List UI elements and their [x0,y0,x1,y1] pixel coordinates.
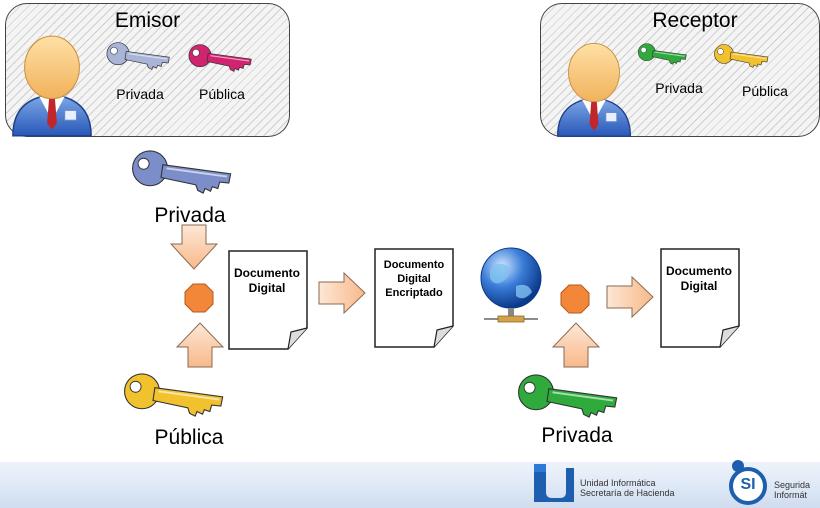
doc2-line2: Digital [397,273,431,285]
logo2-text: Segurida Informát [774,480,820,500]
receiver-person-icon [552,38,636,138]
document-digital-result-icon [660,248,740,348]
receiver-public-key-icon [712,40,772,72]
doc2-line3: Encriptado [385,287,443,299]
logo2-mark: SI [740,476,756,493]
receiver-public-label: Pública [742,83,788,99]
arrow-right-2-icon [606,276,654,318]
document-encrypted-label: Documento Digital Encriptado [372,258,456,300]
arrow-down-icon [170,224,218,270]
receiver-private-key-large-icon [514,368,624,424]
seguridad-informatica-logo [729,460,767,505]
document-digital-label: Documento Digital [226,266,308,296]
sender-private-label: Privada [116,86,164,102]
doc1-line2: Digital [248,281,286,295]
sender-person-icon [8,30,96,138]
unidad-informatica-logo [534,464,574,502]
decrypt-operator-icon [560,284,590,314]
sender-public-label: Pública [199,86,245,102]
sender-private-key-large-icon [128,143,238,201]
flow-receiver-private-label: Privada [541,424,613,447]
arrow-up-2-icon [552,322,600,368]
receiver-private-label: Privada [655,80,703,96]
doc2-line1: Documento [383,259,445,271]
sender-title: Emisor [114,9,181,32]
receiver-title: Receptor [652,9,738,32]
document-digital-icon [228,250,308,350]
document-digital-result-label: Documento Digital [658,264,740,294]
receiver-public-key-large-icon [120,365,230,425]
logo1-line1: Unidad Informática [580,478,656,488]
doc1-line1: Documento [234,266,300,280]
doc3-line1: Documento [666,264,732,278]
network-globe-icon [480,247,542,323]
logo2-line2: Informát [774,490,808,500]
footer-bar [0,462,820,508]
flow-receiver-public-label: Pública [154,426,224,449]
arrow-right-icon [318,272,366,314]
sender-private-key-icon [104,38,174,74]
doc3-line2: Digital [680,279,718,293]
receiver-private-key-icon [636,40,690,68]
sender-public-key-icon [186,40,256,76]
logo1-text: Unidad Informática Secretaría de Haciend… [580,478,710,498]
logo1-line2: Secretaría de Hacienda [580,488,675,498]
arrow-up-icon [176,322,224,368]
encrypt-operator-icon [184,283,214,313]
flow-sender-private-label: Privada [154,204,226,227]
logo2-line1: Segurida [774,480,811,490]
